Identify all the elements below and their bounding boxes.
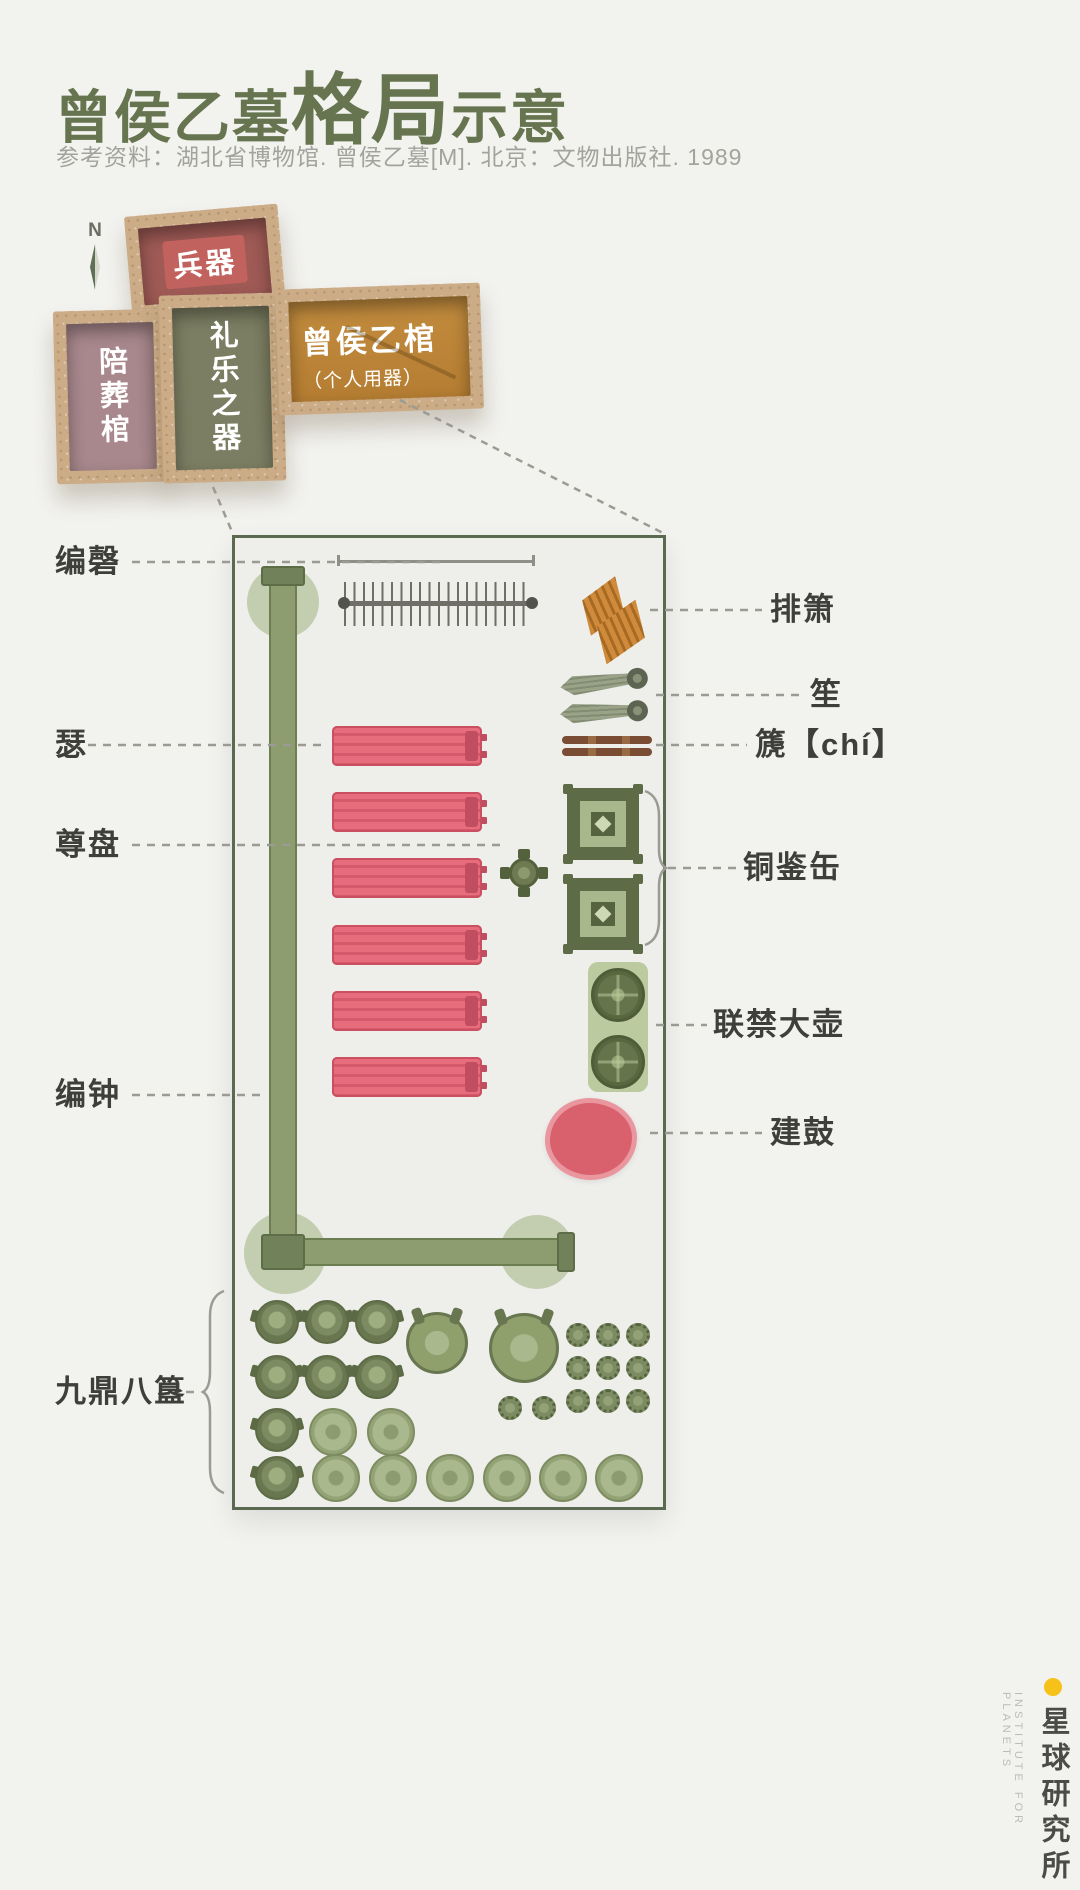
chime-stone-knob-left bbox=[338, 597, 350, 609]
ding-vessel bbox=[255, 1456, 299, 1500]
sheng-bowl-icon bbox=[626, 699, 649, 722]
chime-stone-rack bbox=[338, 582, 538, 626]
small-vessel bbox=[626, 1323, 650, 1347]
ding-vessel bbox=[255, 1355, 299, 1399]
chime-stone-knob-right bbox=[526, 597, 538, 609]
bell-rack-horizontal-beam bbox=[269, 1238, 569, 1266]
zoom-line-left bbox=[211, 486, 235, 535]
small-vessel bbox=[498, 1396, 522, 1420]
chime-stone-rail-tick-left bbox=[337, 555, 340, 566]
ding-vessel bbox=[355, 1300, 399, 1344]
chi-flute-2 bbox=[562, 748, 652, 756]
chime-stone-rail bbox=[340, 560, 532, 563]
gui-vessel bbox=[369, 1454, 417, 1502]
bell-rack-end-cap bbox=[557, 1232, 575, 1272]
gui-vessel bbox=[483, 1454, 531, 1502]
small-vessel bbox=[596, 1323, 620, 1347]
gui-vessel bbox=[539, 1454, 587, 1502]
se-zither-3 bbox=[332, 858, 487, 898]
large-hu-pot-1 bbox=[591, 968, 645, 1022]
bell-rack-vertical-beam bbox=[269, 568, 297, 1264]
small-vessel bbox=[596, 1389, 620, 1413]
ding-vessel bbox=[305, 1355, 349, 1399]
label-sheng: 笙 bbox=[810, 677, 843, 712]
reference-text: 参考资料：湖北省博物馆. 曾侯乙墓[M]. 北京：文物出版社. 1989 bbox=[56, 144, 743, 170]
title-part-2: 格局 bbox=[291, 66, 452, 154]
chamber-marquis-coffin-sublabel: （个人用器） bbox=[302, 367, 424, 393]
se-zither-4 bbox=[332, 925, 487, 965]
chi-flute-1 bbox=[562, 736, 652, 744]
jian-drum bbox=[545, 1098, 637, 1180]
chamber-marquis-coffin-cavity: 曾侯乙棺 （个人用器） bbox=[288, 295, 471, 403]
gui-vessel bbox=[426, 1454, 474, 1502]
small-vessel bbox=[532, 1396, 556, 1420]
se-zither-5 bbox=[332, 991, 487, 1031]
bell-rack-top-cap bbox=[261, 566, 305, 586]
brand-tagline: INSTITUTE FOR PLANETS bbox=[1000, 1692, 1024, 1828]
title-part-3: 示意 bbox=[451, 86, 570, 150]
small-vessel bbox=[626, 1356, 650, 1380]
ding-vessel bbox=[305, 1300, 349, 1344]
chime-stone-rail-tick-right bbox=[532, 555, 535, 566]
large-cauldron-1 bbox=[406, 1312, 468, 1374]
label-bianzhong: 编钟 bbox=[55, 1077, 121, 1112]
chamber-weapons-label: 兵器 bbox=[162, 234, 248, 289]
small-vessel bbox=[596, 1356, 620, 1380]
se-zither-1 bbox=[332, 726, 487, 766]
chamber-ritual-music-label: 礼乐之器 bbox=[204, 319, 241, 457]
label-bianqing: 编磬 bbox=[55, 544, 121, 579]
label-paixiao: 排箫 bbox=[770, 592, 836, 627]
zunpan-vessel bbox=[500, 849, 548, 897]
se-zither-2 bbox=[332, 792, 487, 832]
chamber-ritual-music-cavity: 礼乐之器 bbox=[171, 305, 274, 471]
chamber-marquis-coffin-label-group: 曾侯乙棺 （个人用器） bbox=[301, 313, 440, 394]
label-zunpan: 尊盘 bbox=[55, 827, 121, 862]
label-chi: 篪【chí】 bbox=[755, 727, 905, 762]
sheng-bowl-icon bbox=[625, 666, 650, 691]
brand-dot-icon bbox=[1044, 1678, 1062, 1696]
gui-vessel bbox=[312, 1454, 360, 1502]
small-vessel bbox=[566, 1323, 590, 1347]
brand-logo: INSTITUTE FOR PLANETS 星球研究所 bbox=[1000, 1678, 1074, 1886]
brand-name: 星球研究所 bbox=[1037, 1706, 1069, 1886]
label-jiudingbagui: 九鼎八簋 bbox=[55, 1374, 187, 1409]
label-jiangu: 建鼓 bbox=[770, 1115, 836, 1150]
label-se: 瑟 bbox=[55, 727, 88, 762]
chamber-accompanying-coffins-label: 陪葬棺 bbox=[94, 345, 129, 448]
compass: N bbox=[80, 220, 110, 295]
chamber-ritual-music: 礼乐之器 bbox=[158, 292, 287, 484]
page-title: 曾侯乙墓 格局 示意 bbox=[55, 48, 569, 160]
ding-vessel bbox=[355, 1355, 399, 1399]
jianfou-cooler-2 bbox=[563, 874, 643, 954]
chime-stone-crossbar bbox=[344, 601, 532, 606]
compass-needle-icon bbox=[90, 244, 100, 290]
jianfou-cooler-1 bbox=[563, 784, 643, 864]
large-hu-pot-2 bbox=[591, 1035, 645, 1089]
se-zither-6 bbox=[332, 1057, 487, 1097]
small-vessel bbox=[566, 1389, 590, 1413]
ding-vessel bbox=[255, 1408, 299, 1452]
large-cauldron-2 bbox=[489, 1313, 559, 1383]
bell-rack-corner-cap bbox=[261, 1234, 305, 1270]
gui-vessel bbox=[367, 1408, 415, 1456]
chamber-accompanying-coffins: 陪葬棺 bbox=[52, 308, 171, 485]
small-vessel bbox=[566, 1356, 590, 1380]
label-tongjianfou: 铜鉴缶 bbox=[743, 850, 842, 885]
gui-vessel bbox=[595, 1454, 643, 1502]
chamber-accompanying-coffins-cavity: 陪葬棺 bbox=[66, 321, 157, 472]
sheng-2 bbox=[559, 696, 649, 729]
chamber-marquis-coffin: 曾侯乙棺 （个人用器） bbox=[274, 282, 485, 416]
zoom-line-right bbox=[399, 398, 666, 536]
title-part-1: 曾侯乙墓 bbox=[55, 86, 291, 150]
gui-vessel bbox=[309, 1408, 357, 1456]
ding-vessel bbox=[255, 1300, 299, 1344]
compass-north-label: N bbox=[88, 220, 102, 241]
brace-jiudingbagui bbox=[200, 1289, 225, 1495]
small-vessel bbox=[626, 1389, 650, 1413]
label-lianjindahu: 联禁大壶 bbox=[713, 1007, 845, 1042]
